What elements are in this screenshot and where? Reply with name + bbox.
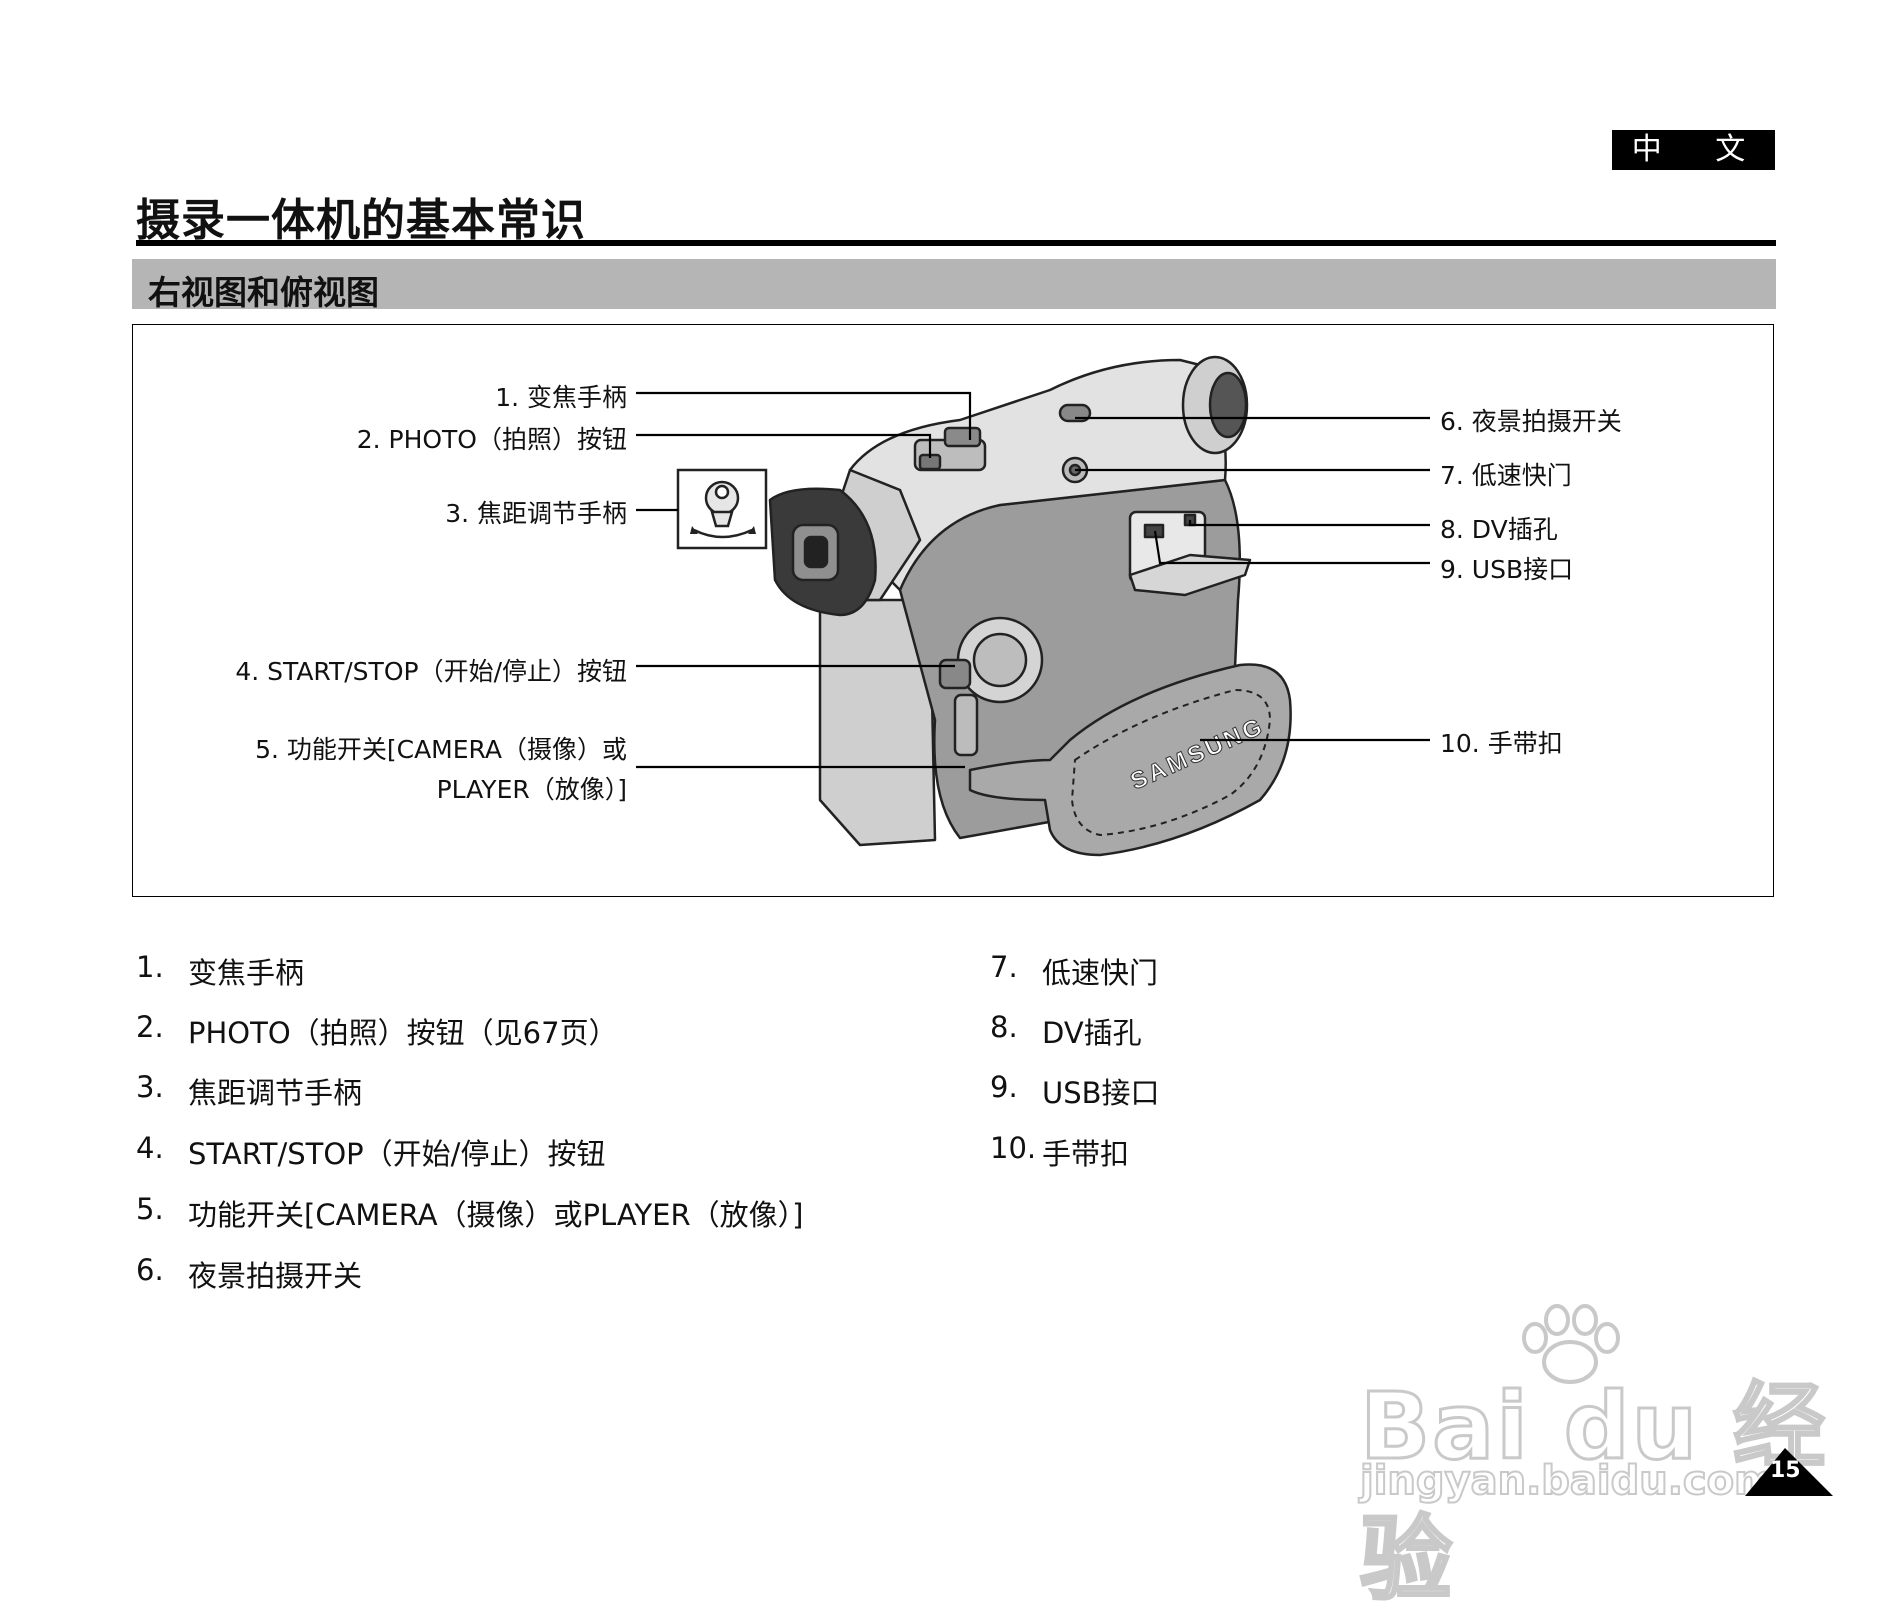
callout-hand-strap: 10. 手带扣	[1440, 724, 1563, 760]
callout-start-stop: 4. START/STOP（开始/停止）按钮	[235, 652, 627, 688]
callout-slow-shutter: 7. 低速快门	[1440, 456, 1572, 492]
callout-photo-button: 2. PHOTO（拍照）按钮	[357, 420, 627, 456]
watermark-url: jingyan.baidu.com	[1360, 1458, 1776, 1504]
callout-nightshot: 6. 夜景拍摄开关	[1440, 402, 1622, 438]
parts-list-left: 1.变焦手柄 2.PHOTO（拍照）按钮（见67页） 3.焦距调节手柄 4.ST…	[136, 950, 936, 1310]
parts-list-right: 7.低速快门 8.DV插孔 9.USB接口 10.手带扣	[990, 950, 1490, 1190]
start-stop-button-shape	[940, 660, 970, 688]
mode-switch-shape	[955, 695, 977, 755]
callout-usb: 9. USB接口	[1440, 550, 1573, 586]
callout-focus-lever: 3. 焦距调节手柄	[445, 494, 627, 530]
callout-dv-jack: 8. DV插孔	[1440, 510, 1558, 546]
callout-mode-switch-cont: PLAYER（放像）]	[437, 770, 627, 806]
callout-zoom-lever: 1. 变焦手柄	[495, 378, 627, 414]
callout-mode-switch: 5. 功能开关[CAMERA（摄像）或	[255, 730, 627, 766]
page-number: 15	[1770, 1458, 1801, 1483]
